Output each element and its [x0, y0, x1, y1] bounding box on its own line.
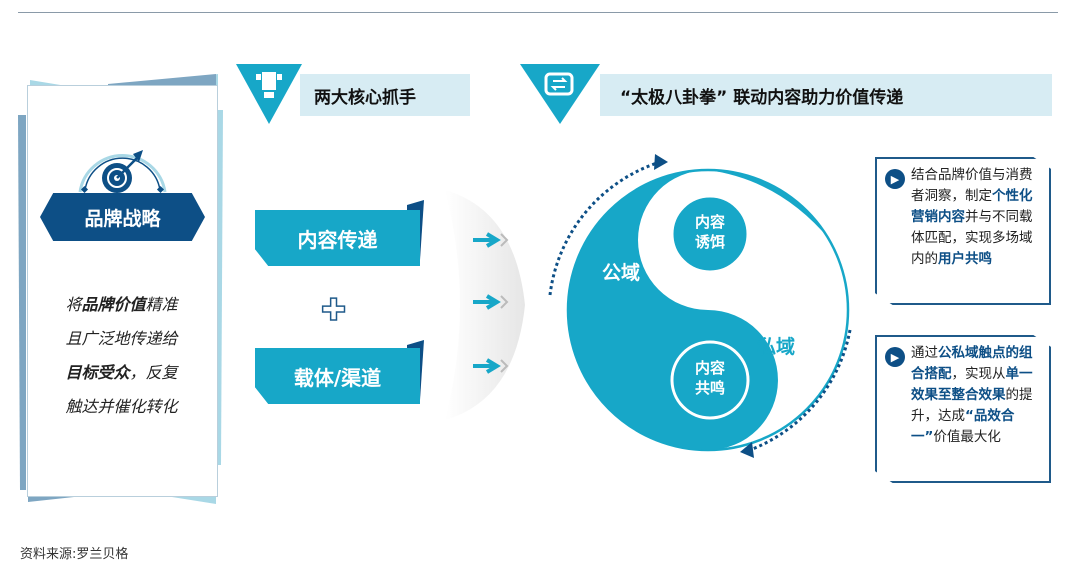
arrow-icon — [473, 358, 509, 374]
content-resonance-label: 内容共鸣 — [680, 358, 740, 398]
brand-strategy-card — [27, 85, 218, 497]
play-bullet-icon: ▶ — [885, 169, 905, 189]
taiji-header: “太极八卦拳” 联动内容助力价值传递 — [600, 74, 1052, 116]
highlight-text: “品效合一” — [911, 408, 1015, 445]
plus-icon: ✚ — [320, 293, 347, 328]
content-bait-label: 内容诱饵 — [680, 212, 740, 252]
info-box-private: ▶ 通过公私域触点的组合搭配，实现从单一效果至整合效果的提升，达成“品效合一”价值… — [875, 335, 1051, 483]
brand-strategy-description: 将品牌价值精准且广泛地传递给目标受众，反复触达并催化转化 — [40, 288, 203, 424]
play-bullet-icon: ▶ — [885, 347, 905, 367]
content-bait-circle — [670, 194, 750, 274]
highlight-text: 公私域触点的组合搭配 — [911, 345, 1033, 382]
core-levers-header-icon — [236, 64, 302, 124]
flow-arrows — [445, 190, 525, 420]
ribbon-content-delivery: 内容传递 — [255, 210, 420, 266]
highlight-text: 单一效果至整合效果 — [911, 366, 1033, 403]
text: 并与不同载体匹配，实现多场域内的 — [911, 209, 1033, 267]
label-line: 诱饵 — [694, 233, 725, 251]
dotted-arc-arrow-top — [548, 160, 661, 296]
label-line: 共鸣 — [694, 379, 725, 397]
ribbon-carrier-channel: 载体/渠道 — [255, 348, 420, 404]
text: ，实现从 — [951, 366, 1006, 382]
info-box-public: ▶ 结合品牌价值与消费者洞察，制定个性化营销内容并与不同载体匹配，实现多场域内的用… — [875, 157, 1051, 305]
arrow-icon — [473, 294, 509, 310]
info-text: 通过公私域触点的组合搭配，实现从单一效果至整合效果的提升，达成“品效合一”价值最… — [911, 345, 1033, 445]
dotted-arc-arrow-bottom — [749, 329, 852, 452]
description-line: 触达并催化转化 — [40, 390, 203, 424]
text: 价值最大化 — [933, 429, 1001, 445]
label-line: 内容 — [694, 213, 725, 231]
highlight-text: 个性化营销内容 — [911, 188, 1033, 225]
text: 将 — [65, 295, 82, 314]
text: 的提升，达成 — [911, 387, 1033, 424]
content-resonance-circle — [670, 340, 750, 420]
taiji-header-icon — [520, 64, 600, 124]
info-text: 结合品牌价值与消费者洞察，制定个性化营销内容并与不同载体匹配，实现多场域内的用户… — [911, 167, 1033, 267]
highlight-text: 目标受众 — [65, 363, 130, 382]
description-line: 目标受众，反复 — [40, 356, 203, 390]
brand-strategy-title: 品牌战略 — [40, 193, 205, 241]
taiji-diagram — [548, 154, 852, 458]
public-domain-label: 公域 — [602, 262, 641, 284]
private-domain-label: 私域 — [757, 336, 796, 358]
core-levers-header: 两大核心抓手 — [300, 74, 470, 116]
highlight-text: 品牌价值 — [81, 295, 146, 314]
top-divider — [18, 12, 1058, 13]
text: ，反复 — [129, 363, 178, 382]
text: 通过 — [911, 345, 938, 361]
text: 且广泛地传递给 — [65, 329, 178, 348]
source-note: 资料来源:罗兰贝格 — [20, 547, 129, 562]
target-icon — [78, 150, 167, 194]
arrow-icon — [473, 232, 509, 248]
text: 结合品牌价值与消费者洞察，制定 — [911, 167, 1033, 204]
text: 触达并催化转化 — [65, 397, 178, 416]
label-line: 内容 — [694, 359, 725, 377]
description-line: 且广泛地传递给 — [40, 322, 203, 356]
text: 精准 — [145, 295, 178, 314]
description-line: 将品牌价值精准 — [40, 288, 203, 322]
highlight-text: 用户共鸣 — [938, 251, 992, 267]
